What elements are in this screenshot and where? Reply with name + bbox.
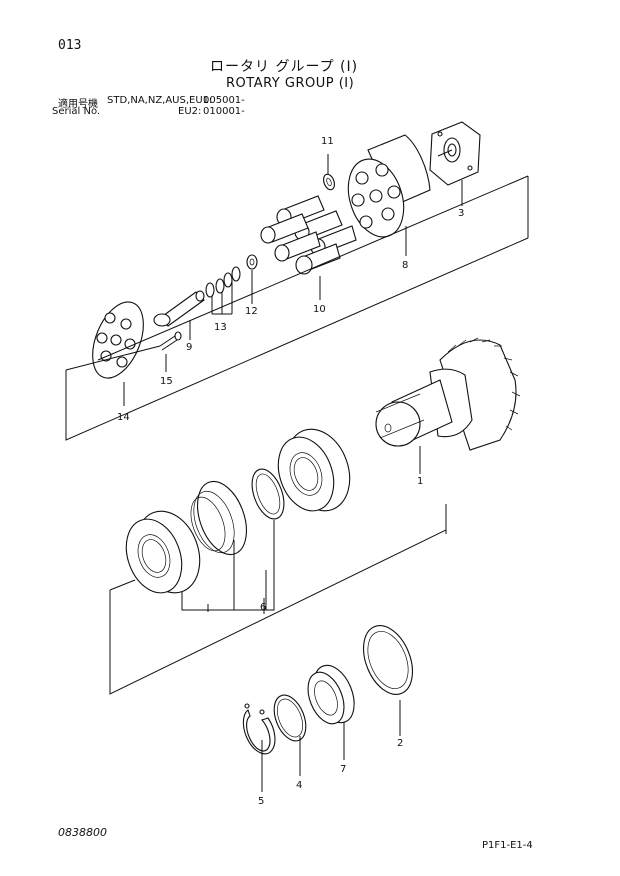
part-spacer-collar bbox=[190, 480, 247, 556]
part-pin bbox=[153, 290, 205, 327]
title-english: ROTARY GROUP (I) bbox=[226, 76, 355, 91]
part-spring-set bbox=[205, 266, 241, 298]
page-code: P1F1-E1-4 bbox=[482, 840, 533, 851]
applicable-serial-2: 010001- bbox=[203, 106, 245, 117]
callout-4: 4 bbox=[296, 780, 302, 791]
applicable-label: 適用号機 bbox=[58, 99, 98, 110]
assembly-brackets bbox=[65, 175, 529, 695]
callout-labels: 1 2 3 4 5 6 7 8 9 10 11 12 13 14 15 bbox=[117, 136, 464, 807]
part-bolt bbox=[159, 331, 182, 351]
part-bearing-rear bbox=[277, 428, 351, 512]
part-shaft-gear bbox=[375, 337, 521, 451]
leader-lines bbox=[123, 154, 463, 792]
applicable-models: STD,NA,NZ,AUS,EU1: bbox=[107, 95, 213, 106]
part-ring-12 bbox=[246, 254, 258, 270]
callout-7: 7 bbox=[340, 764, 346, 775]
part-shim bbox=[362, 625, 414, 695]
callout-12: 12 bbox=[245, 306, 258, 317]
part-valve-plate bbox=[429, 121, 481, 186]
callout-3: 3 bbox=[458, 208, 464, 219]
callout-11: 11 bbox=[321, 136, 334, 147]
part-thin-ring bbox=[251, 468, 285, 520]
callout-6: 6 bbox=[260, 602, 266, 613]
part-ring-4 bbox=[273, 694, 307, 742]
applicable-serial-1: 005001- bbox=[203, 95, 245, 106]
title-japanese: ロータリ グループ (I) bbox=[210, 59, 359, 75]
page-number: 013 bbox=[58, 38, 82, 53]
callout-14: 14 bbox=[117, 412, 130, 423]
serial-label: Serial No. bbox=[52, 106, 101, 117]
part-cylinder-block bbox=[347, 134, 431, 238]
part-snap-ring bbox=[242, 703, 276, 755]
callout-5: 5 bbox=[258, 796, 264, 807]
serial-model-2: EU2: bbox=[178, 106, 202, 117]
callout-9: 9 bbox=[186, 342, 192, 353]
callout-8: 8 bbox=[402, 260, 408, 271]
part-bearing-front bbox=[125, 510, 201, 594]
part-pistons bbox=[260, 195, 357, 275]
callout-2: 2 bbox=[397, 738, 403, 749]
callout-13: 13 bbox=[214, 322, 227, 333]
part-oil-seal bbox=[307, 664, 355, 725]
callout-10: 10 bbox=[313, 304, 326, 315]
part-ring-11 bbox=[323, 173, 335, 191]
callout-1: 1 bbox=[417, 476, 423, 487]
callout-15: 15 bbox=[160, 376, 173, 387]
part-retainer-plate bbox=[92, 301, 144, 379]
drawing-number: 0838800 bbox=[58, 826, 107, 839]
